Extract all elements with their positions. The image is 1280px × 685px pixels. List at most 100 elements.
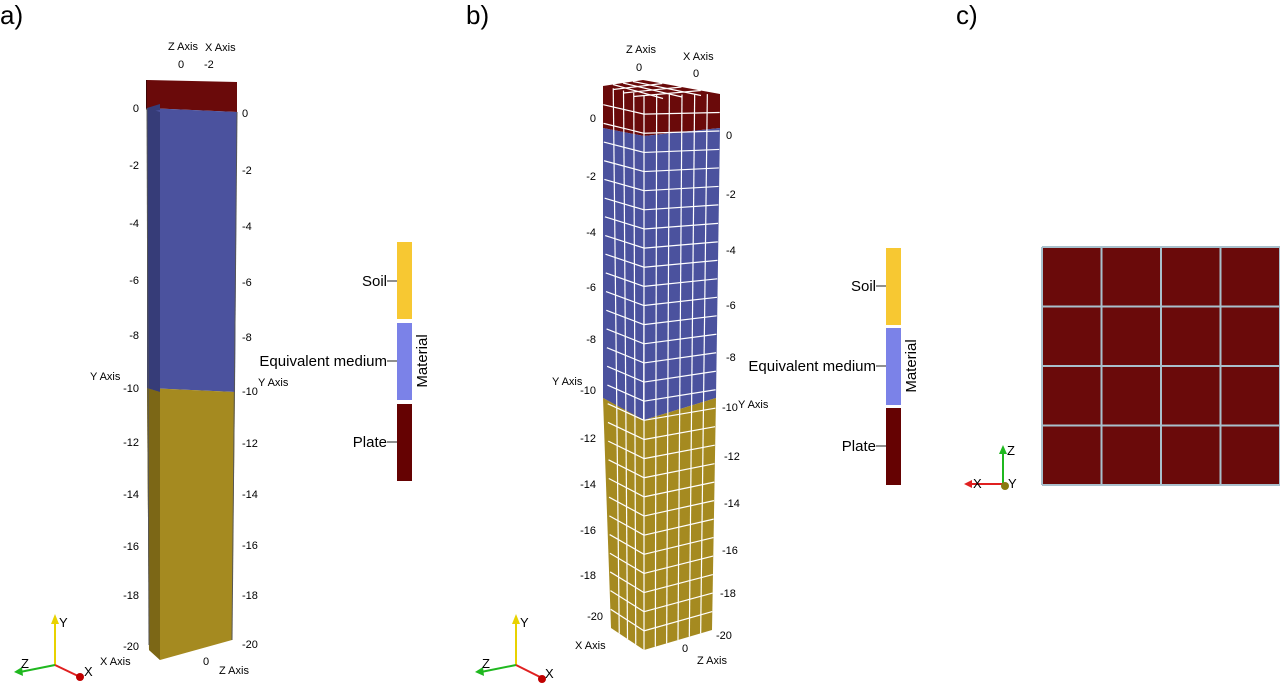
- top-tick-b-1: 0: [693, 68, 699, 80]
- plate-side-face-a: [146, 80, 147, 110]
- mesh-col-side: [633, 92, 637, 645]
- triad-x-label-a: X: [84, 664, 93, 679]
- legend-swatch-medium-a: [397, 323, 412, 400]
- y-tick-right-a-1: -2: [242, 165, 252, 177]
- y-tick-left-b-5: -10: [580, 385, 596, 397]
- y-tick-left-b-10: -20: [587, 611, 603, 623]
- y-tick-left-a-1: -2: [129, 160, 139, 172]
- y-axis-title-right-a: Y Axis: [258, 377, 289, 389]
- y-tick-right-b-7: -14: [724, 498, 740, 510]
- mesh-lines-b: [603, 80, 720, 650]
- y-axis-right-b: 0 -2 -4 -6 -8 -10 -12 -14 -16 -18 -20 Y …: [716, 130, 769, 642]
- bottom-tick-a-0: 0: [203, 656, 209, 668]
- y-tick-left-a-5: -10: [123, 383, 139, 395]
- mesh-top: [633, 89, 701, 98]
- panel-label-c: c): [956, 0, 978, 30]
- orientation-triad-c: Z X Y: [964, 443, 1017, 491]
- panel-b: b) 0 -2 -4 -6 -8 -10 -12 -14 -16 -18 -20…: [466, 0, 769, 683]
- y-tick-right-a-6: -12: [242, 438, 258, 450]
- y-tick-right-b-4: -8: [726, 352, 736, 364]
- soil-side-face-a: [147, 388, 160, 660]
- top-x-axis-title-a: X Axis: [205, 42, 236, 54]
- top-z-axis-title-a: Z Axis: [168, 41, 198, 53]
- triad-z-label-a: Z: [21, 656, 29, 671]
- medium-side-face-a: [147, 108, 160, 392]
- y-tick-left-b-2: -4: [586, 227, 596, 239]
- y-tick-left-a-0: 0: [133, 103, 139, 115]
- triad-z-label-c: Z: [1007, 443, 1015, 458]
- legend-title-b: Material: [903, 339, 920, 392]
- mesh-col-side: [622, 90, 629, 640]
- material-legend-a: Soil Equivalent medium Plate Material: [259, 242, 431, 481]
- y-tick-right-a-2: -4: [242, 221, 252, 233]
- y-tick-right-a-4: -8: [242, 332, 252, 344]
- y-tick-left-a-9: -18: [123, 590, 139, 602]
- y-tick-right-b-5: -10: [722, 402, 738, 414]
- y-tick-right-a-9: -18: [242, 590, 258, 602]
- triad-y-label-a: Y: [59, 615, 68, 630]
- y-tick-left-a-3: -6: [129, 275, 139, 287]
- mesh-col-front: [700, 94, 708, 634]
- y-axis-title-left-a: Y Axis: [90, 371, 121, 383]
- panel-c: c) Z X Y: [956, 0, 1280, 491]
- mesh-col-side: [612, 88, 620, 634]
- y-axis-title-left-b: Y Axis: [552, 376, 583, 388]
- y-tick-right-b-10: -20: [716, 630, 732, 642]
- y-axis-title-right-b: Y Axis: [738, 399, 769, 411]
- y-tick-right-a-0: 0: [242, 108, 248, 120]
- legend-label-medium-b: Equivalent medium: [748, 358, 876, 375]
- medium-front-face-b: [644, 128, 720, 420]
- plate-grid-lines-c: [1041, 246, 1280, 486]
- y-tick-right-b-0: 0: [726, 130, 732, 142]
- y-tick-left-a-8: -16: [123, 541, 139, 553]
- legend-label-medium-a: Equivalent medium: [259, 353, 387, 370]
- y-tick-right-a-8: -16: [242, 540, 258, 552]
- top-axes-a: Z Axis X Axis 0 -2: [168, 41, 236, 71]
- y-tick-left-b-3: -6: [586, 282, 596, 294]
- mesh-col-front: [666, 94, 670, 644]
- y-tick-left-b-7: -14: [580, 479, 596, 491]
- y-axis-left-a: 0 -2 -4 -6 -8 -10 -12 -14 -16 -18 -20 Y …: [90, 103, 150, 653]
- y-tick-left-a-7: -14: [123, 489, 139, 501]
- soil-front-face-b: [644, 398, 716, 650]
- y-axis-right-a: 0 -2 -4 -6 -8 -10 -12 -14 -16 -18 -20 Y …: [231, 108, 289, 651]
- triad-y-label-b: Y: [520, 615, 529, 630]
- y-tick-right-b-3: -6: [726, 300, 736, 312]
- column-a: [146, 80, 237, 660]
- triad-y-label-c: Y: [1008, 476, 1017, 491]
- y-tick-right-a-3: -6: [242, 277, 252, 289]
- y-tick-right-b-9: -18: [720, 588, 736, 600]
- y-tick-left-a-10: -20: [123, 641, 139, 653]
- legend-swatch-plate-a: [397, 404, 412, 481]
- panel-label-b: b): [466, 0, 489, 30]
- legend-label-plate-b: Plate: [842, 438, 876, 455]
- y-tick-left-b-8: -16: [580, 525, 596, 537]
- y-tick-right-b-8: -16: [722, 545, 738, 557]
- y-tick-left-a-2: -4: [129, 218, 139, 230]
- orientation-triad-b: Y Z X: [475, 614, 554, 683]
- top-x-axis-title-b: X Axis: [683, 51, 714, 63]
- top-tick-a-1: -2: [204, 59, 214, 71]
- y-tick-right-a-5: -10: [242, 386, 258, 398]
- y-tick-left-a-6: -12: [123, 437, 139, 449]
- mesh-col-front: [688, 94, 696, 637]
- y-tick-right-b-6: -12: [724, 451, 740, 463]
- y-tick-left-b-0: 0: [590, 113, 596, 125]
- triad-x-label-b: X: [545, 666, 554, 681]
- mesh-top: [623, 86, 682, 94]
- mesh-top: [632, 80, 702, 97]
- y-tick-left-b-4: -8: [586, 334, 596, 346]
- top-tick-a-0: 0: [178, 59, 184, 71]
- bottom-axes-b: X Axis 0 Z Axis: [575, 640, 727, 667]
- y-tick-right-a-10: -20: [242, 639, 258, 651]
- bottom-axes-a: X Axis 0 Z Axis: [100, 656, 249, 677]
- orientation-triad-a: Y Z X: [14, 614, 93, 681]
- mesh-col-front: [654, 94, 658, 647]
- legend-swatch-plate-b: [886, 408, 901, 485]
- triad-x-label-c: X: [973, 476, 982, 491]
- legend-label-soil-a: Soil: [362, 273, 387, 290]
- column-b: [603, 80, 720, 650]
- material-legend-b: Soil Equivalent medium Plate Material: [748, 248, 920, 485]
- bottom-x-axis-title-a: X Axis: [100, 656, 131, 668]
